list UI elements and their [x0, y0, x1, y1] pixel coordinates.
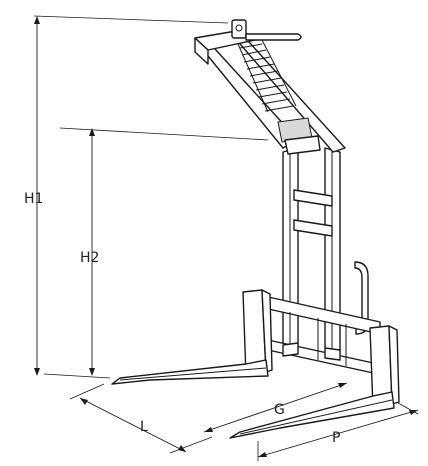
dimension-g: G: [203, 382, 348, 433]
dimension-h1-label: H1: [24, 191, 43, 207]
dimension-p: P: [257, 402, 419, 461]
dimension-g-label: G: [274, 402, 285, 418]
dimension-l: L: [69, 383, 213, 454]
dimension-h1: H1: [24, 15, 229, 379]
pallet-fork-illustration: [111, 19, 400, 439]
dimension-h2: H2: [59, 127, 269, 376]
dimension-h2-label: H2: [80, 250, 99, 266]
dimension-p-label: P: [332, 430, 340, 446]
spring-coil: [237, 39, 297, 113]
lifting-hook: [231, 19, 302, 41]
dimension-l-label: L: [140, 419, 148, 435]
